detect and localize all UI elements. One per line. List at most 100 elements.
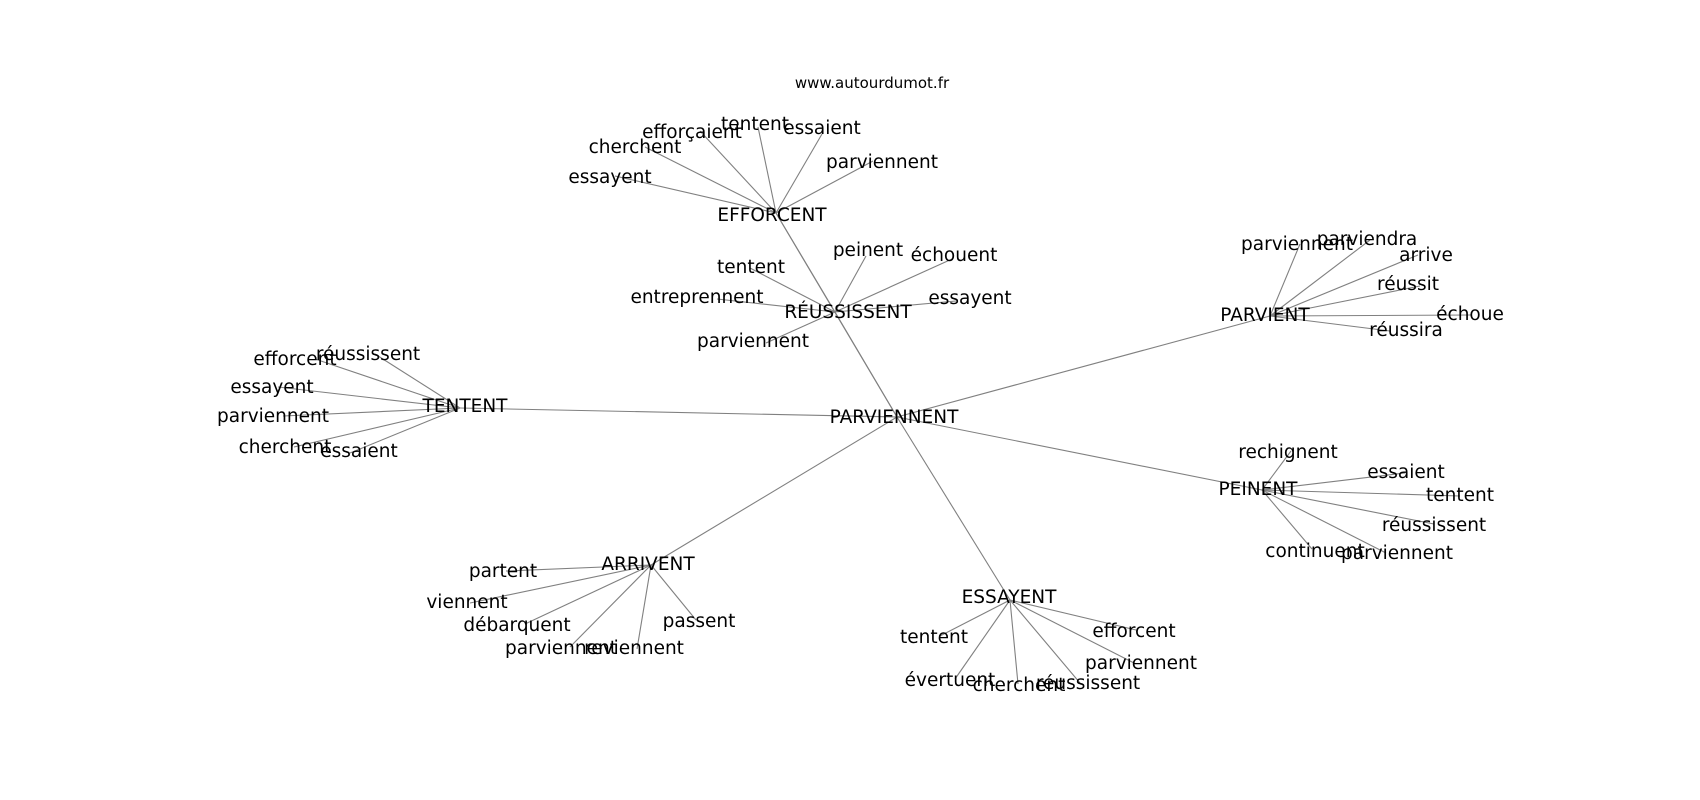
leaf-node[interactable]: efforcent — [253, 349, 336, 370]
leaf-node[interactable]: parviendra — [1317, 229, 1418, 250]
leaf-edge — [1261, 489, 1435, 525]
leaf-edge — [939, 599, 1011, 637]
leaf-node[interactable]: cherchent — [589, 137, 682, 158]
leaf-node[interactable]: parviennent — [1341, 543, 1453, 564]
leaf-node[interactable]: cherchent — [973, 675, 1066, 696]
leaf-node[interactable]: essayent — [230, 377, 313, 398]
leaf-node[interactable]: réussira — [1369, 320, 1443, 341]
leaf-node[interactable]: réussit — [1377, 274, 1439, 295]
leaf-edge — [277, 386, 461, 409]
leaf-node[interactable]: évertuent — [905, 670, 996, 691]
leaf-node[interactable]: rechignent — [1238, 442, 1337, 463]
leaf-node[interactable]: continuent — [1265, 541, 1364, 562]
leaf-edge — [349, 407, 461, 454]
leaf-edge — [1269, 239, 1371, 317]
leaf-node[interactable]: efforcent — [1092, 621, 1175, 642]
leaf-edge — [636, 564, 652, 650]
leaf-node[interactable]: parviennent — [505, 638, 617, 659]
hub-edge — [834, 311, 898, 418]
leaf-edge — [749, 267, 836, 313]
leaf-node[interactable]: efforçaient — [642, 122, 742, 143]
leaf-edge — [834, 255, 867, 313]
leaf-node[interactable]: réussissent — [1036, 673, 1140, 694]
hub-edge — [896, 416, 1011, 601]
hub-node-arrivent[interactable]: ARRIVENT — [601, 554, 695, 575]
leaf-edge — [1261, 489, 1313, 550]
hub-edge — [896, 315, 1271, 418]
hub-node-parvient[interactable]: PARVIENT — [1220, 305, 1310, 326]
leaf-edge — [614, 175, 777, 214]
leaf-edge — [1261, 472, 1406, 491]
leaf-edge — [1269, 314, 1473, 317]
hub-node-essayent[interactable]: ESSAYENT — [962, 587, 1058, 608]
leaf-node[interactable]: entreprennent — [630, 287, 763, 308]
leaf-edge — [314, 358, 461, 409]
leaf-node[interactable]: reviennent — [584, 638, 684, 659]
leaf-edge — [374, 353, 461, 409]
leaf-node[interactable]: essayent — [928, 288, 1011, 309]
leaf-edge — [644, 146, 777, 214]
leaf-edge — [1009, 599, 1081, 684]
hub-node-efforcent[interactable]: EFFORCENT — [717, 205, 827, 226]
leaf-edge — [757, 126, 777, 214]
leaf-node[interactable]: échouent — [911, 245, 998, 266]
leaf-node[interactable]: parviennent — [217, 406, 329, 427]
hub-edge — [459, 407, 898, 418]
hub-edge — [896, 416, 1263, 491]
center-node[interactable]: PARVIENNENT — [830, 407, 959, 428]
leaf-edge — [1009, 599, 1135, 664]
leaf-node[interactable]: passent — [663, 611, 736, 632]
leaf-edge — [650, 564, 697, 621]
leaf-node[interactable]: essaient — [1367, 462, 1445, 483]
leaf-node[interactable]: peinent — [833, 240, 903, 261]
leaf-edge — [775, 160, 874, 214]
leaf-node[interactable]: viennent — [426, 592, 507, 613]
leaf-edge — [293, 407, 461, 448]
cross-edge — [775, 212, 836, 313]
leaf-node[interactable]: parviennent — [1241, 234, 1353, 255]
leaf-edge — [716, 298, 836, 313]
hub-node-reussissent[interactable]: RÉUSSISSENT — [784, 301, 912, 323]
leaf-edge — [524, 564, 652, 625]
leaf-edge — [469, 564, 652, 604]
leaf-edge — [1269, 254, 1419, 317]
leaf-edge — [569, 564, 652, 648]
hub-edge — [650, 416, 898, 566]
leaf-node[interactable]: parviennent — [826, 152, 938, 173]
leaf-edge — [775, 133, 823, 214]
leaf-node[interactable]: réussissent — [316, 344, 420, 365]
graph-edges — [277, 126, 1473, 685]
leaf-node[interactable]: débarquent — [463, 615, 570, 636]
leaf-node[interactable]: réussissent — [1382, 515, 1486, 536]
leaf-edge — [282, 407, 461, 417]
hub-node-tentent[interactable]: TENTENT — [422, 396, 509, 417]
leaf-edge — [1009, 599, 1019, 685]
leaf-edge — [1009, 599, 1137, 631]
leaf-node[interactable]: échoue — [1436, 304, 1504, 325]
leaf-edge — [699, 130, 777, 214]
leaf-node[interactable]: essayent — [568, 167, 651, 188]
leaf-edge — [765, 311, 836, 344]
leaf-edge — [954, 599, 1011, 680]
leaf-node[interactable]: arrive — [1399, 245, 1453, 266]
leaf-node[interactable]: partent — [469, 561, 537, 582]
leaf-node[interactable]: essaient — [783, 118, 861, 139]
leaf-node[interactable]: parviennent — [697, 331, 809, 352]
leaf-node[interactable]: essaient — [320, 441, 398, 462]
leaf-node[interactable]: tentent — [900, 627, 968, 648]
leaf-node[interactable]: tentent — [717, 257, 785, 278]
leaf-edge — [1261, 489, 1461, 497]
leaf-node[interactable]: cherchent — [239, 437, 332, 458]
leaf-edge — [1269, 285, 1421, 317]
leaf-node[interactable]: parviennent — [1085, 653, 1197, 674]
leaf-edge — [1261, 450, 1292, 491]
hub-node-peinent[interactable]: PEINENT — [1219, 479, 1299, 500]
leaf-node[interactable]: tentent — [1426, 485, 1494, 506]
site-watermark: www.autourdumot.fr — [795, 74, 950, 92]
leaf-edge — [505, 564, 652, 572]
leaf-edge — [1269, 243, 1301, 317]
leaf-edge — [834, 300, 957, 313]
leaf-node[interactable]: tentent — [721, 114, 789, 135]
leaf-edge — [834, 258, 953, 313]
